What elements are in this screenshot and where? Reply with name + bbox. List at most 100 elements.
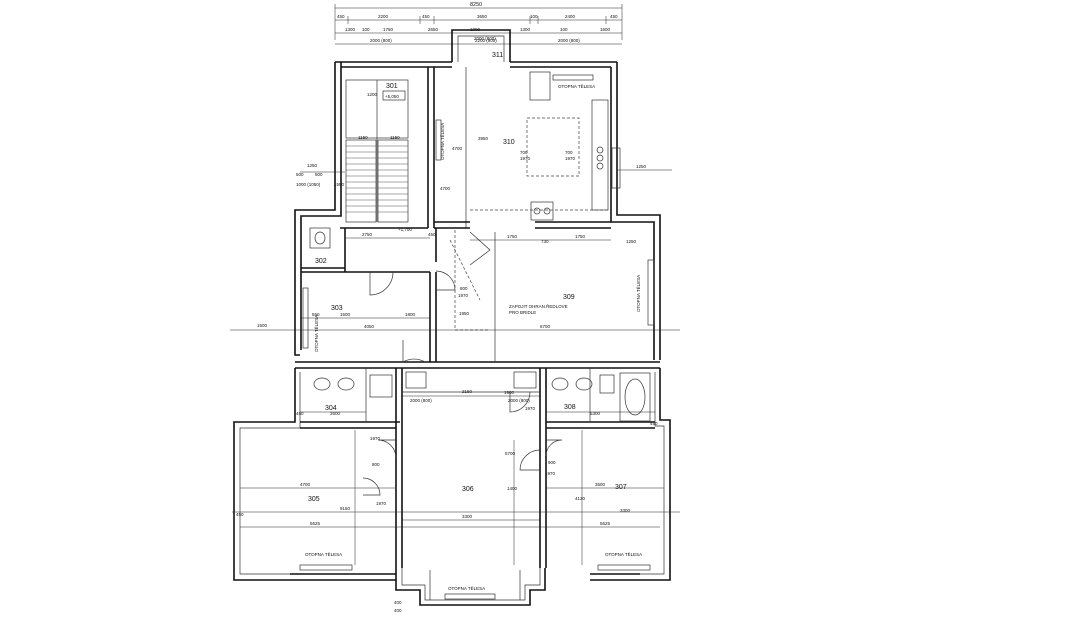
room-numbers: 301 302 303 304 305 306 307 308 309 310 … bbox=[308, 52, 627, 503]
dim-i29: 450 bbox=[296, 411, 304, 416]
dim-t1-5: 2400 bbox=[565, 14, 576, 19]
dim-i49: 450 bbox=[650, 421, 658, 426]
dim-t3-1: 2200 (900) bbox=[475, 38, 497, 43]
room-305: 305 bbox=[308, 496, 320, 503]
dim-t1-1: 2200 bbox=[378, 14, 389, 19]
dim-i20: 550 bbox=[312, 312, 320, 317]
radiator-label-bottom: OTOPNA TĚLESA bbox=[448, 584, 485, 591]
dim-i27: 1970 bbox=[525, 406, 536, 411]
top-dimension-chains: 8250 450 2200 450 3650 100 2400 450 1300… bbox=[334, 2, 623, 45]
dim-t1-4: 100 bbox=[530, 14, 538, 19]
dim-i43: 800 bbox=[372, 462, 380, 467]
dim-i24: 2150 bbox=[462, 389, 473, 394]
dim-i10: 2750 bbox=[362, 232, 373, 237]
dim-i1: 1150 bbox=[390, 135, 400, 140]
dim-t3-0: 2000 (800) bbox=[370, 38, 392, 43]
dim-i5: 700 bbox=[520, 150, 528, 155]
level-stair-label: +5,050 bbox=[385, 94, 399, 99]
dim-t1-2: 450 bbox=[422, 14, 430, 19]
dim-i35: 3300 bbox=[462, 514, 473, 519]
dim-i26: 1900 bbox=[504, 390, 515, 395]
dim-i13: 730 bbox=[541, 239, 549, 244]
dim-t1-0: 450 bbox=[337, 14, 345, 19]
room-311: 311 bbox=[492, 52, 503, 59]
dim-t2-3: 2650 bbox=[428, 27, 439, 32]
dim-t2-5: 1300 bbox=[520, 27, 531, 32]
dim-i4: 3950 bbox=[478, 136, 489, 141]
dim-t2-7: 1600 bbox=[600, 27, 611, 32]
dim-i45: 900 bbox=[548, 460, 556, 465]
room-309: 309 bbox=[563, 294, 575, 301]
radiators bbox=[299, 74, 655, 600]
dim-i39: 3300 bbox=[620, 508, 631, 513]
radiator-label-kitchen: OTOPNA TĚLESA bbox=[558, 82, 595, 89]
dim-i23: 1800 bbox=[405, 312, 416, 317]
dim-i32: 4700 bbox=[300, 482, 311, 487]
level-hall-label: +1,700 bbox=[398, 227, 412, 232]
radiator-label-303: OTOPNA TĚLESA bbox=[312, 315, 319, 352]
outer-walls bbox=[233, 29, 671, 606]
dim-right-0: 1250 bbox=[636, 164, 647, 169]
dim-i46: 1970 bbox=[370, 436, 381, 441]
dim-i41: 5700 bbox=[505, 451, 516, 456]
dim-t2-1: 100 bbox=[362, 27, 370, 32]
dim-i47: 400 bbox=[394, 600, 402, 605]
radiator-label-305: OTOPNA TĚLESA bbox=[305, 550, 342, 557]
dim-left-0: 1250 bbox=[307, 163, 318, 168]
dim-t2-2: 1750 bbox=[383, 27, 394, 32]
radiator-label-309: OTOPNA TĚLESA bbox=[634, 275, 641, 312]
dim-far-left2: 450 bbox=[236, 512, 244, 517]
dim-i14: 1750 bbox=[575, 234, 586, 239]
dim-i37: 1400 bbox=[507, 486, 518, 491]
dim-i7: 1970 bbox=[565, 156, 576, 161]
room-303: 303 bbox=[331, 305, 343, 312]
dim-left-2: 500 bbox=[315, 172, 323, 177]
room-301: 301 bbox=[386, 83, 398, 90]
dim-i25: 2000 (800) bbox=[410, 398, 432, 403]
dim-t1-3: 3650 bbox=[477, 14, 488, 19]
dim-left-1: 500 bbox=[296, 172, 304, 177]
dim-t2-0: 1300 bbox=[345, 27, 356, 32]
dim-i0: 1150 bbox=[358, 135, 368, 140]
dim-i8: 700 bbox=[565, 150, 573, 155]
room-302: 302 bbox=[315, 258, 327, 265]
dim-left-3: 1000 (1050) bbox=[296, 182, 321, 187]
bathroom-fixtures bbox=[309, 227, 651, 422]
room-308: 308 bbox=[564, 404, 576, 411]
radiator-label-stair: OTOPNA TĚLESA bbox=[438, 123, 445, 160]
dim-i9: 4700 bbox=[440, 186, 451, 191]
dim-i6: 1970 bbox=[520, 156, 531, 161]
dim-i22: 4050 bbox=[364, 324, 375, 329]
dim-i15: 1250 bbox=[626, 239, 637, 244]
dim-i17: 1970 bbox=[458, 293, 469, 298]
dim-i16: 800 bbox=[460, 286, 468, 291]
dim-i28: 2600 bbox=[330, 411, 341, 416]
radiator-label-307: OTOPNA TĚLESA bbox=[605, 550, 642, 557]
room-306: 306 bbox=[462, 486, 474, 493]
dim-i31: 5300 bbox=[590, 411, 601, 416]
dim-i30: 2000 (800) bbox=[508, 398, 530, 403]
room-304: 304 bbox=[325, 405, 337, 412]
interior-dimension-lines bbox=[230, 169, 680, 565]
dimension-texts: 1250 500 500 1000 (1050) 1550 1250 1500 … bbox=[236, 92, 658, 613]
note-309-line1: ZAPOJIT OHRAN.ŘEDLOVE bbox=[509, 302, 568, 309]
dim-total-width: 8250 bbox=[470, 2, 482, 8]
dim-i34: 5625 bbox=[310, 521, 321, 526]
kitchen-fixtures bbox=[470, 71, 621, 221]
dim-i12: 1750 bbox=[507, 234, 518, 239]
dim-t3-2: 2000 (800) bbox=[558, 38, 580, 43]
dim-i42: 1970 bbox=[545, 471, 556, 476]
dim-i48: 400 bbox=[394, 608, 402, 613]
room-307: 307 bbox=[615, 484, 627, 491]
dim-i33: 9150 bbox=[340, 506, 351, 511]
plan-labels: +5,050 +1,700 2000 (800) ZAPOJIT OHRAN.Ř… bbox=[305, 36, 642, 591]
dim-left-4: 1550 bbox=[334, 182, 345, 187]
staircase bbox=[345, 79, 409, 223]
note-309-line2: PRO BRIDLE bbox=[509, 310, 536, 315]
interior-walls bbox=[300, 67, 655, 568]
dim-i36: 5625 bbox=[600, 521, 611, 526]
dim-i3: 4700 bbox=[452, 146, 463, 151]
dim-i19: 6700 bbox=[540, 324, 551, 329]
dim-i40: 3500 bbox=[595, 482, 606, 487]
